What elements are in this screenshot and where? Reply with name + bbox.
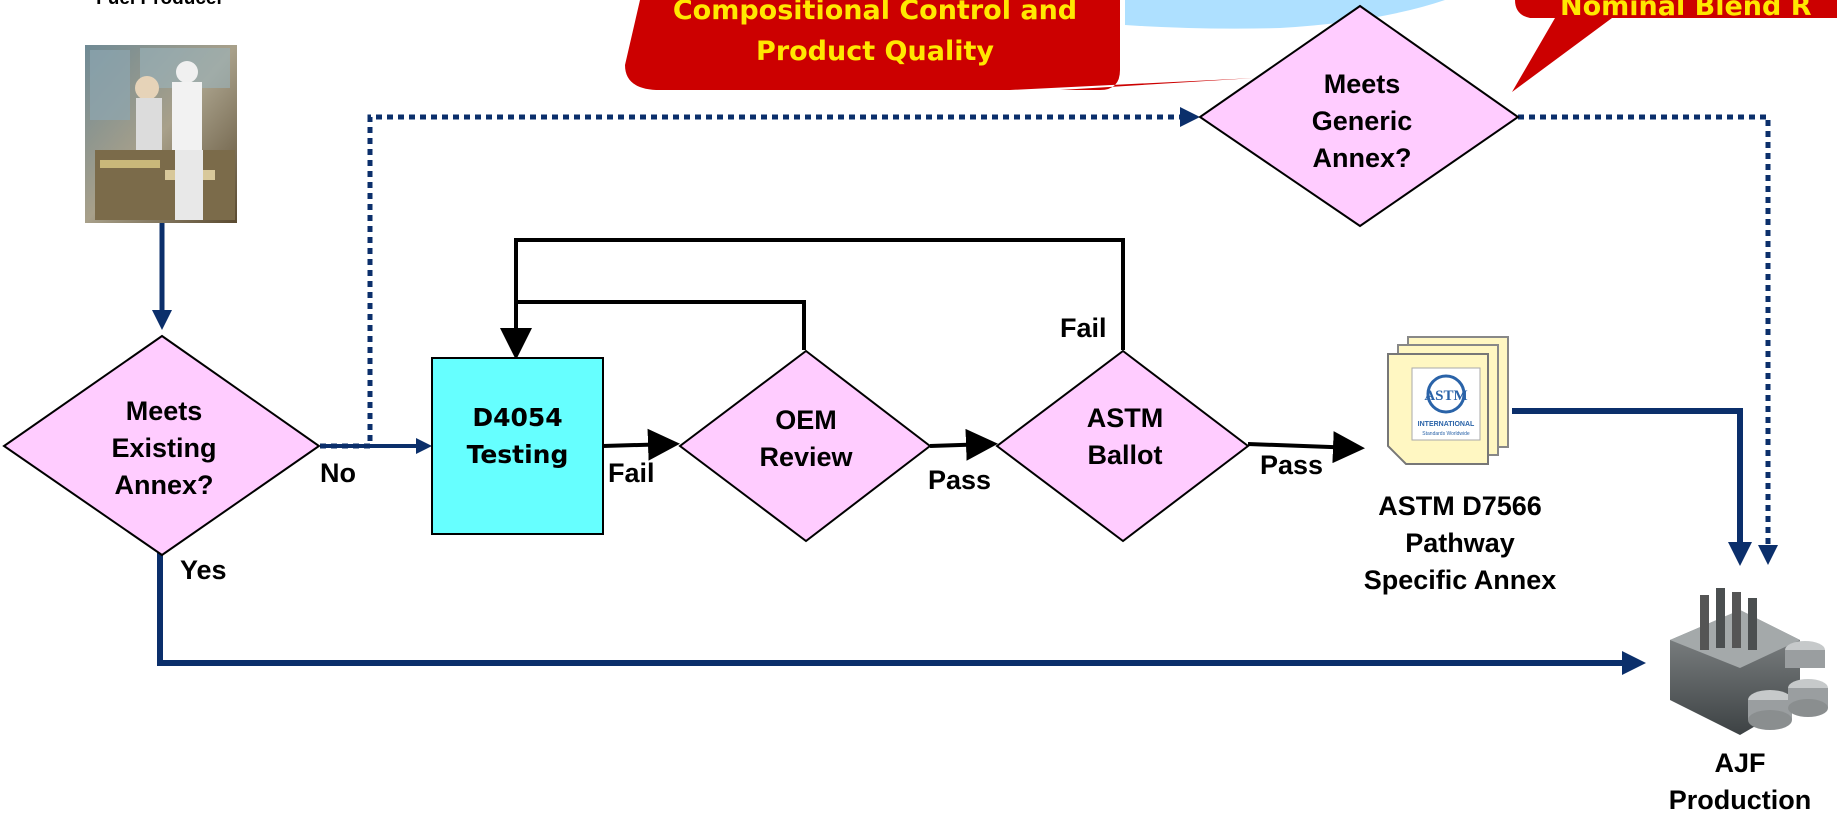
edge-label-pass-ballot: Pass [1260,450,1324,480]
d7566-line2: Pathway [1405,528,1515,558]
decision-astm-ballot [995,349,1250,543]
callout-compositional-control [625,0,1255,90]
astm-ballot-line2: Ballot [1087,440,1163,470]
ajf-line1: AJF [1714,748,1766,778]
d4054-testing-label: D4054 Testing [432,399,603,473]
edge-label-yes: Yes [180,555,227,585]
loop-ballot-to-testing [514,238,1125,350]
callout-nominal-text: Nominal Blend R [1560,0,1837,27]
existing-annex-line1: Meets [125,396,203,426]
d7566-annex-label: ASTM D7566 Pathway Specific Annex [1340,488,1580,599]
edge-label-no: No [320,458,356,488]
decision-existing-annex [2,334,321,557]
oem-review-line1: OEM [775,405,837,435]
d4054-testing-box [431,357,604,535]
sky-band [1125,0,1445,29]
logo-subtext: Standards Worldwide [1422,431,1470,437]
d4054-line2: Testing [466,440,569,469]
oem-review-line2: Review [759,442,853,472]
ajf-production-label: AJF Production [1650,745,1830,819]
edge-label-fail-testing: Fail [608,458,655,488]
generic-annex-line2: Generic [1311,106,1413,136]
callout-nominal-line1: Nominal Blend R [1560,0,1812,22]
generic-annex-line3: Annex? [1312,143,1412,173]
existing-annex-line2: Existing [111,433,217,463]
decision-generic-annex [1198,4,1520,228]
arrow-testing-to-oem [602,428,680,461]
ajf-line2: Production [1668,785,1812,815]
producer-photo [85,45,237,223]
existing-annex-line3: Annex? [114,470,214,500]
producer-label: Fuel Producer [70,0,250,10]
logo-text: INTERNATIONAL [1418,421,1475,428]
arrow-d7566-to-ajf [1512,408,1752,566]
oem-review-label: OEM Review [726,402,886,476]
svg-text:ASTM: ASTM [1424,388,1467,404]
astm-ballot-label: ASTM Ballot [1045,400,1205,474]
decision-oem-review [678,349,932,543]
callout-nominal-blend [1512,0,1837,92]
ajf-refinery-icon [1670,588,1828,735]
generic-annex-label: Meets Generic Annex? [1282,66,1442,177]
existing-annex-label: Meets Existing Annex? [84,393,244,504]
generic-annex-line1: Meets [1323,69,1401,99]
arrow-ballot-to-d7566 [1247,431,1365,464]
arrow-oem-to-ballot [929,428,998,461]
astm-ballot-line1: ASTM [1086,403,1164,433]
callout-compositional-line1: Compositional Control and [672,0,1078,26]
callout-compositional-line2: Product Quality [756,36,994,67]
d7566-line1: ASTM D7566 [1378,491,1542,521]
d7566-line3: Specific Annex [1363,565,1557,595]
edge-label-pass-oem: Pass [928,465,992,495]
callout-compositional-text: Compositional Control and Product Qualit… [640,0,1110,72]
loop-oem-to-testing [500,300,806,360]
d4054-line1: D4054 [472,403,563,432]
astm-d7566-document-icon: ASTM INTERNATIONAL Standards Worldwide [1387,336,1509,465]
arrow-yes-to-ajf [157,553,1646,675]
edge-label-fail-ballot: Fail [1060,313,1107,343]
